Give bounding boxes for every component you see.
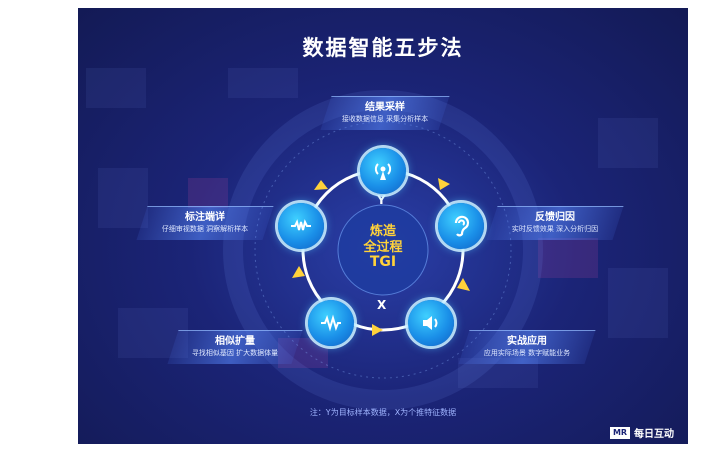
arrow-icon (438, 178, 450, 190)
step-title: 标注端详 (185, 212, 225, 223)
bg-tile (538, 238, 598, 278)
brand-name: 每日互动 (634, 429, 674, 440)
step-label-result-sampling: 结果采样 接收数据信息 采集分析样本 (320, 96, 450, 130)
step-subtitle: 仔细审视数据 洞察解析样本 (161, 225, 249, 233)
center-line2: 全过程 (363, 240, 403, 255)
center-line1: 炼造 (369, 224, 396, 239)
step-title: 反馈归因 (535, 212, 575, 223)
arrow-icon (372, 324, 383, 336)
step-label-application: 实战应用 应用实际场景 数字赋能业务 (458, 330, 596, 364)
arrow-icon (457, 278, 470, 291)
step-label-feedback: 反馈归因 实时反馈效果 深入分析归因 (486, 206, 624, 240)
step-subtitle: 接收数据信息 采集分析样本 (341, 115, 429, 123)
wave-icon (308, 300, 354, 346)
page-title: 数据智能五步法 (302, 36, 464, 60)
y-axis-label: Y (377, 193, 386, 207)
step-title: 结果采样 (365, 102, 405, 113)
footnote: 注：Y为目标样本数据，X为个推特征数据 (309, 408, 457, 417)
waveform-icon (278, 203, 324, 249)
broadcast-icon (360, 148, 406, 194)
bg-tile (228, 68, 298, 98)
step-subtitle: 寻找相似基因 扩大数据体量 (191, 349, 279, 357)
step-title: 实战应用 (507, 336, 547, 347)
center-line3: TGI (369, 254, 397, 270)
bg-tile (86, 68, 146, 108)
brand: MR 每日互动 (610, 425, 674, 440)
ear-icon (438, 203, 484, 249)
bg-tile (98, 168, 148, 228)
arrow-icon (314, 180, 328, 190)
step-subtitle: 应用实际场景 数字赋能业务 (483, 349, 571, 357)
speaker-icon (408, 300, 454, 346)
dotted-ring (254, 121, 512, 379)
bg-tile (608, 268, 668, 338)
bg-tile (598, 118, 658, 168)
x-axis-label: X (377, 298, 387, 312)
poster: 数据智能五步法 炼造 全过程 TGI Y X 结果采样 接收数据信息 采集分析样… (78, 8, 688, 444)
step-label-lookalike: 相似扩量 寻找相似基因 扩大数据体量 (167, 330, 303, 364)
step-subtitle: 实时反馈效果 深入分析归因 (511, 225, 599, 233)
step-label-annotation: 标注端详 仔细审视数据 洞察解析样本 (136, 206, 274, 240)
brand-logo: MR (610, 426, 630, 439)
center-disc (337, 204, 429, 296)
bg-tile (188, 178, 228, 208)
arrow-icon (292, 266, 305, 278)
step-title: 相似扩量 (215, 336, 255, 347)
